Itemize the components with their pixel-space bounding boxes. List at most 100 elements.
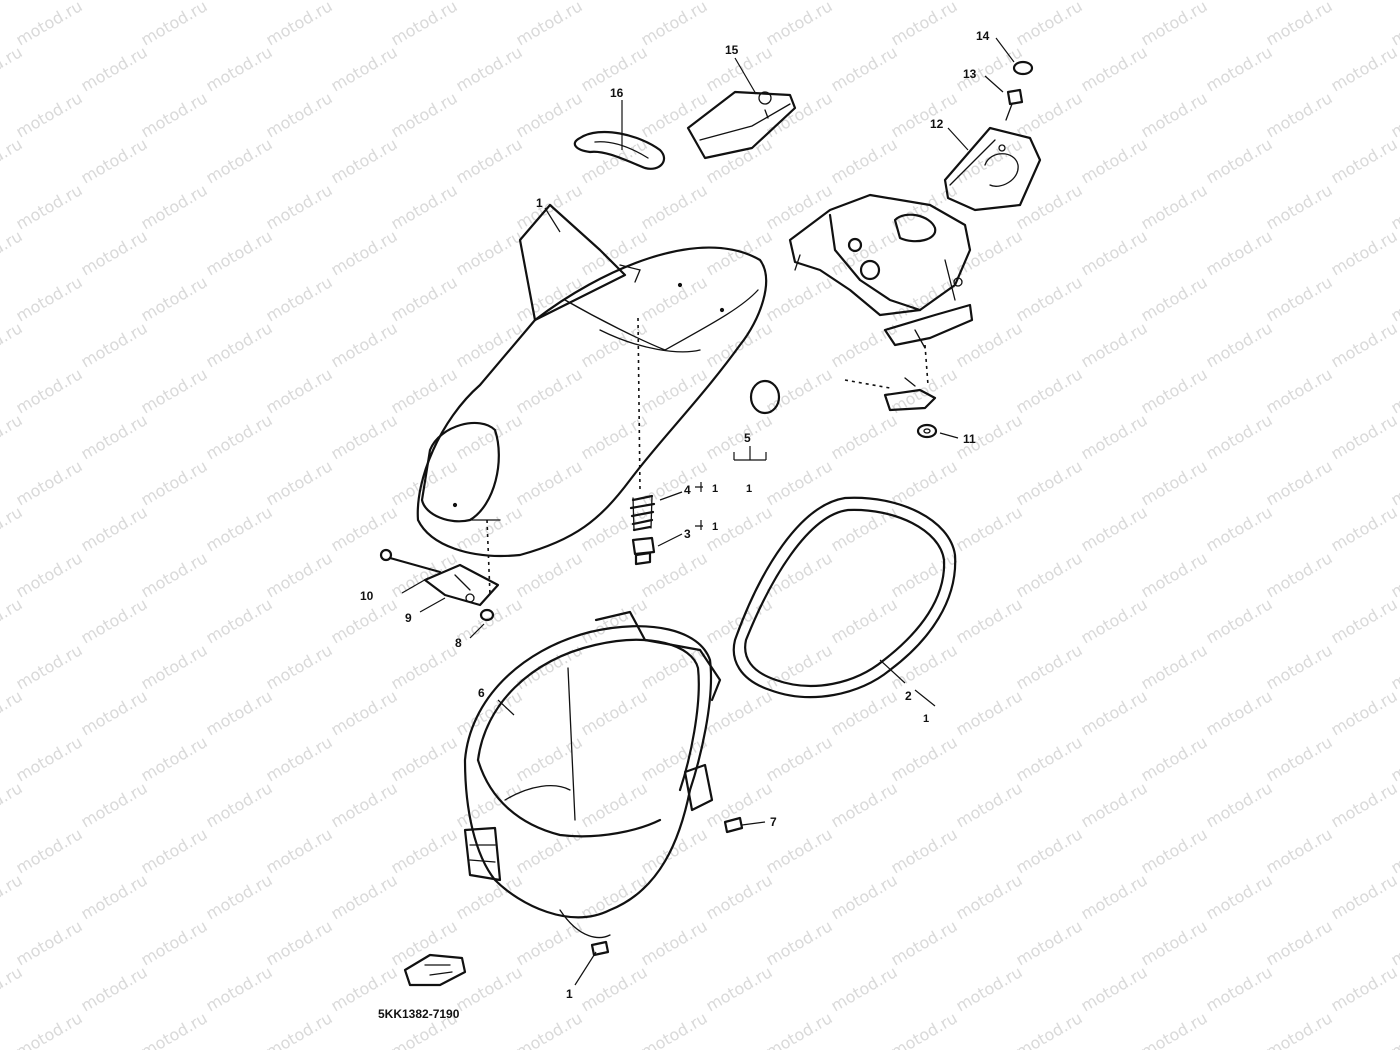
watermark-text: motod.ru [578,134,651,187]
watermark-text: motod.ru [888,88,961,141]
watermark-text: motod.ru [1388,916,1400,969]
watermark-text: motod.ru [1078,870,1151,923]
watermark-text: motod.ru [828,870,901,923]
watermark-text: motod.ru [1328,318,1400,371]
watermark-text: motod.ru [888,916,961,969]
watermark-text: motod.ru [513,272,586,325]
watermark-text: motod.ru [1078,134,1151,187]
watermark-text: motod.ru [78,778,151,831]
watermark-text: motod.ru [578,870,651,923]
watermark-text: motod.ru [1138,180,1211,233]
watermark-text: motod.ru [1203,870,1276,923]
watermark-text: motod.ru [13,180,86,233]
watermark-text: motod.ru [203,870,276,923]
front-marker [403,953,467,987]
lower-screw [590,940,610,957]
watermark-text: motod.ru [1388,0,1400,49]
watermark-text: motod.ru [1013,916,1086,969]
watermark-text: motod.ru [703,410,776,463]
watermark-text: motod.ru [263,732,336,785]
watermark-text: motod.ru [1078,962,1151,1015]
watermark-text: motod.ru [828,0,901,3]
qty-3: 1 [712,521,718,533]
watermark-text: motod.ru [13,364,86,417]
watermark-text: motod.ru [1263,272,1336,325]
watermark-text: motod.ru [1388,364,1400,417]
watermark-text: motod.ru [0,870,26,923]
watermark-text: motod.ru [638,824,711,877]
watermark-text: motod.ru [1388,180,1400,233]
watermark-text: motod.ru [1328,226,1400,279]
watermark-text: motod.ru [638,88,711,141]
watermark-text: motod.ru [763,916,836,969]
watermark-text: motod.ru [1013,456,1086,509]
watermark-text: motod.ru [138,272,211,325]
watermark-text: motod.ru [328,226,401,279]
watermark-text: motod.ru [328,778,401,831]
callout-3: 3 [684,527,691,541]
watermark-text: motod.ru [1138,272,1211,325]
watermark-text: motod.ru [1078,318,1151,371]
watermark-text: motod.ru [328,410,401,463]
hinge-bracket [788,193,974,349]
part-15-pouch [686,90,797,160]
watermark-text: motod.ru [263,364,336,417]
watermark-text: motod.ru [78,594,151,647]
watermark-text: motod.ru [1203,594,1276,647]
watermark-text: motod.ru [203,134,276,187]
watermark-text: motod.ru [263,640,336,693]
callout-7: 7 [770,815,777,829]
lower-hinge-bolt [883,377,937,412]
watermark-text: motod.ru [388,548,461,601]
watermark-text: motod.ru [1138,548,1211,601]
watermark-text: motod.ru [703,870,776,923]
part-11-nut [916,423,938,439]
watermark-text: motod.ru [1013,824,1086,877]
watermark-text: motod.ru [138,916,211,969]
watermark-text: motod.ru [263,180,336,233]
watermark-text: motod.ru [828,962,901,1015]
watermark-text: motod.ru [13,272,86,325]
watermark-text: motod.ru [1203,318,1276,371]
watermark-text: motod.ru [453,410,526,463]
callout-15: 15 [725,43,739,57]
watermark-text: motod.ru [13,456,86,509]
part-12-plate [943,126,1042,212]
watermark-text: motod.ru [953,134,1026,187]
watermark-text: motod.ru [763,180,836,233]
callout-16: 16 [610,86,624,100]
watermark-text: motod.ru [453,502,526,555]
watermark-text: motod.ru [763,732,836,785]
watermark-text: motod.ru [203,778,276,831]
watermark-text: motod.ru [1013,272,1086,325]
watermark-text: motod.ru [888,456,961,509]
part-5-cap [749,379,781,415]
callout-11: 11 [963,432,976,446]
watermark-text: motod.ru [263,0,336,49]
watermark-text: motod.ru [453,42,526,95]
qty-4: 1 [712,483,718,495]
watermark-text: motod.ru [1078,42,1151,95]
watermark-text: motod.ru [1078,410,1151,463]
watermark-text: motod.ru [388,364,461,417]
watermark-text: motod.ru [953,502,1026,555]
watermark-text: motod.ru [203,410,276,463]
watermark-text: motod.ru [1263,1008,1336,1050]
watermark-text: motod.ru [953,594,1026,647]
watermark-text: motod.ru [1328,594,1400,647]
watermark-text: motod.ru [1328,42,1400,95]
callout-8: 8 [455,636,462,650]
watermark-text: motod.ru [13,0,86,49]
watermark-text: motod.ru [513,548,586,601]
watermark-text: motod.ru [1138,456,1211,509]
watermark-text: motod.ru [638,548,711,601]
callout-4: 4 [684,483,691,497]
watermark-text: motod.ru [1078,594,1151,647]
watermark-text: motod.ru [828,594,901,647]
watermark-text: motod.ru [1013,548,1086,601]
watermark-text: motod.ru [1388,1008,1400,1050]
watermark-text: motod.ru [953,318,1026,371]
watermark-text: motod.ru [388,640,461,693]
